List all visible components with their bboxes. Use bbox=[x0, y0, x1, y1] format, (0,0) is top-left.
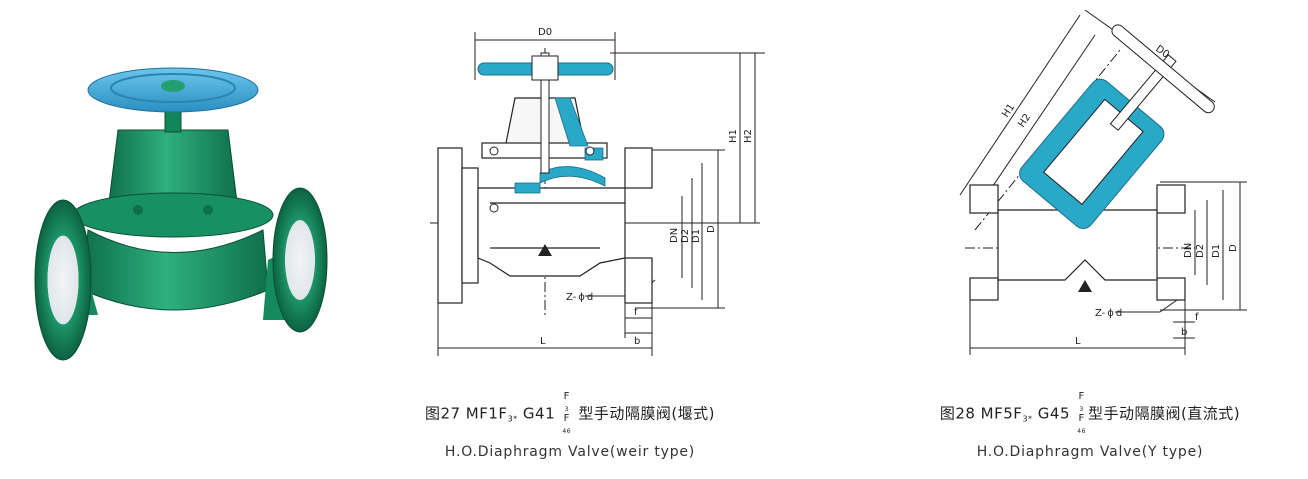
fig27-caption-sub: 3 bbox=[507, 414, 514, 424]
fig27-label-d: d bbox=[587, 292, 593, 303]
fig27-caption-model: G41 bbox=[517, 404, 556, 423]
fig28-label-D1: D1 bbox=[1211, 244, 1222, 258]
fig27-label-f: f bbox=[634, 307, 638, 318]
fig28-label-f: f bbox=[1195, 312, 1199, 323]
fig28-label-H2: H2 bbox=[1016, 112, 1033, 130]
fig28-label-phi: ϕ bbox=[1107, 308, 1114, 319]
fig28-label-b: b bbox=[1181, 327, 1187, 338]
fig27-caption-star: * bbox=[513, 414, 518, 424]
fig28-label-L: L bbox=[1075, 336, 1081, 347]
fig27-label-D2: D2 bbox=[680, 229, 691, 243]
fig28-label-D2: D2 bbox=[1195, 244, 1206, 258]
fig27-label-D: D bbox=[706, 225, 717, 233]
fig27-caption-en: H.O.Diaphragm Valve(weir type) bbox=[444, 444, 696, 460]
fig28-label-H1: H1 bbox=[1000, 102, 1017, 120]
fig28-caption-en: H.O.Diaphragm Valve(Y type) bbox=[976, 444, 1204, 460]
valve-photo bbox=[34, 67, 328, 361]
fig28-label-D: D bbox=[1228, 244, 1239, 252]
fig28-caption-star: * bbox=[1028, 414, 1033, 424]
fig27-label-L: L bbox=[540, 336, 546, 347]
fig27-frac-bottom-sub: 46 bbox=[562, 428, 572, 435]
fig28-label-DN: DN bbox=[1183, 243, 1194, 258]
fig28-caption-title: 型手动隔膜阀(直流式) bbox=[1087, 404, 1241, 423]
fig28-frac-top: F bbox=[1078, 391, 1085, 402]
fig27-caption-title: 型手动隔膜阀(堰式) bbox=[573, 404, 716, 423]
fig27-label-H1: H1 bbox=[728, 129, 739, 143]
fig27-frac-top-sub: 3 bbox=[564, 406, 569, 413]
fig27-label-Z: Z- bbox=[566, 292, 577, 303]
fig28-label-Z: Z- bbox=[1095, 308, 1106, 319]
fig27-label-D1: D1 bbox=[691, 229, 702, 243]
fig28-frac-bottom-sub: 46 bbox=[1077, 428, 1086, 435]
fig28-caption-sub: 3 bbox=[1022, 414, 1029, 424]
fig27-frac-top: F bbox=[563, 391, 570, 402]
fig28-caption-prefix: 图28 MF5F bbox=[939, 404, 1023, 423]
fig27-frac-bottom: F bbox=[563, 413, 570, 424]
fig28-label-d: d bbox=[1116, 308, 1122, 319]
fig27-caption-prefix: 图27 MF1F bbox=[424, 404, 508, 423]
fig28-frac-top-sub: 3 bbox=[1079, 406, 1084, 413]
fig27-label-DN: DN bbox=[669, 228, 680, 243]
fig27-label-phi: ϕ bbox=[578, 292, 585, 303]
fig27-label-b: b bbox=[634, 336, 640, 347]
fig28-caption-model: G45 bbox=[1032, 404, 1071, 423]
fig28-frac-bottom: F bbox=[1078, 413, 1085, 424]
fig27-label-D0: D0 bbox=[538, 27, 552, 38]
fig27-label-H2: H2 bbox=[743, 129, 754, 143]
